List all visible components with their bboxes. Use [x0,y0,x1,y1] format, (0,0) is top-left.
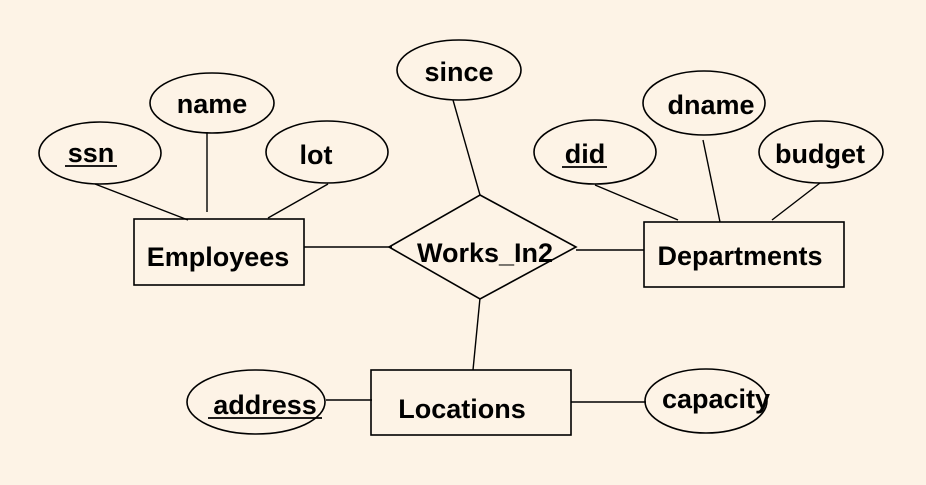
attribute-since-label: since [424,57,493,87]
edge-lot-employees [267,183,329,219]
edge-dname-departments [702,139,721,223]
edge-since-works-in2 [452,99,481,196]
entity-departments-box [643,221,845,288]
entity-employees-label: Employees [147,242,290,272]
connector-lines [94,99,821,403]
attribute-budget: budget [758,120,884,184]
entity-employees: Employees [133,218,305,286]
entity-locations-box [370,369,572,436]
relationship-works-in2-diamond [387,194,578,300]
attribute-lot: lot [265,120,389,184]
attribute-ssn: ssn [38,121,162,185]
attribute-dname-label: dname [667,90,754,120]
attribute-ssn-ellipse [38,121,162,185]
attribute-lot-ellipse [265,120,389,184]
attribute-address-label: address [213,390,317,420]
attribute-capacity-ellipse [644,368,768,434]
attribute-since: since [396,39,522,101]
relationship-works-in2: Works_In2 [387,194,578,300]
entity-locations-label: Locations [398,394,526,424]
attribute-ssn-label: ssn [68,138,115,168]
edge-budget-departments [771,182,821,221]
entity-employees-box [133,218,305,286]
attribute-name-label: name [177,89,248,119]
attribute-name-ellipse [149,72,275,134]
entity-departments-label: Departments [657,241,822,271]
attribute-address-ellipse [186,369,326,435]
relationship-works-in2-label: Works_In2 [417,238,553,268]
attribute-since-ellipse [396,39,522,101]
attribute-dname: dname [642,70,766,136]
attribute-capacity-label: capacity [662,384,770,414]
entity-departments: Departments [643,221,845,288]
edge-works-in2-locations [472,297,481,371]
attribute-address: address [186,369,326,435]
attribute-did-label: did [565,139,606,169]
attribute-did: did [533,119,657,185]
edge-ssn-employees [94,183,189,221]
attribute-budget-label: budget [775,139,865,169]
attribute-capacity: capacity [644,368,770,434]
attribute-name: name [149,72,275,134]
edge-did-departments [594,184,679,221]
attribute-did-ellipse [533,119,657,185]
attribute-budget-ellipse [758,120,884,184]
attribute-dname-ellipse [642,70,766,136]
attribute-lot-label: lot [300,140,333,170]
entity-locations: Locations [370,369,572,436]
